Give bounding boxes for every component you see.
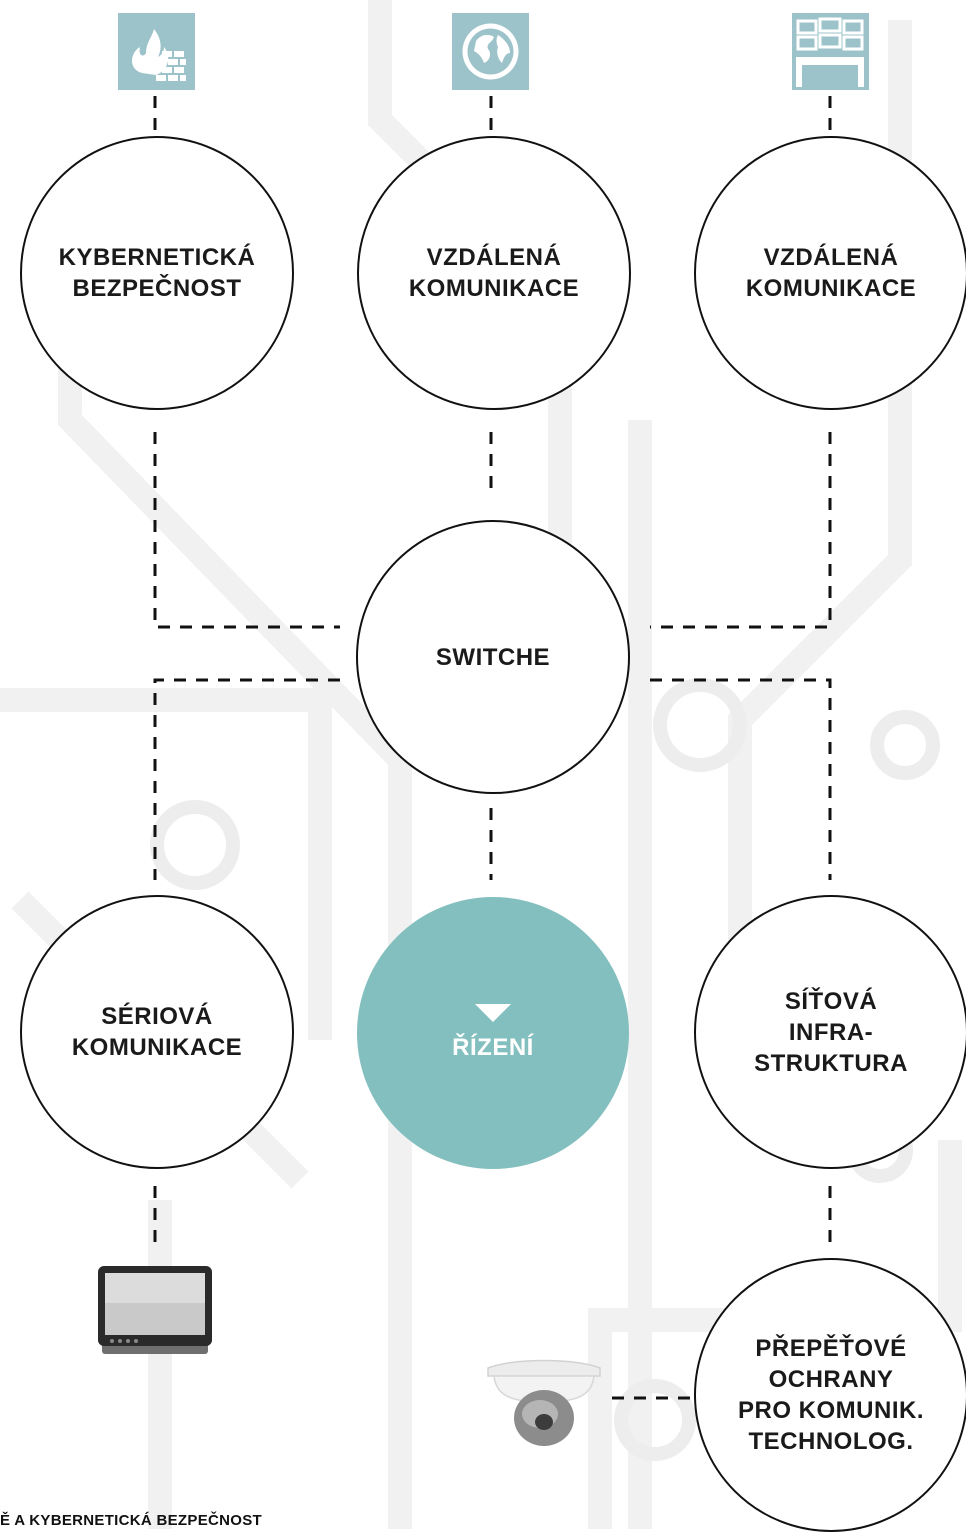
- node-serial-communication[interactable]: SÉRIOVÁ KOMUNIKACE: [20, 895, 294, 1169]
- node-label: SWITCHE: [435, 643, 551, 671]
- node-network-infrastructure[interactable]: SÍŤOVÁ INFRA- STRUKTURA: [694, 895, 966, 1169]
- node-label: ŘÍZENÍ: [452, 1033, 534, 1061]
- node-remote-communication-1[interactable]: VZDÁLENÁ KOMUNIKACE: [357, 136, 631, 410]
- node-label: PŘEPĚŤOVÉ OCHRANY PRO KOMUNIK. TECHNOLOG…: [738, 1335, 924, 1455]
- firewall-icon: [118, 13, 195, 90]
- node-label: SÍŤOVÁ INFRA- STRUKTURA: [754, 987, 908, 1077]
- node-surge-protection[interactable]: PŘEPĚŤOVÉ OCHRANY PRO KOMUNIK. TECHNOLOG…: [694, 1258, 966, 1532]
- node-cyber-security[interactable]: KYBERNETICKÁ BEZPEČNOST: [20, 136, 294, 410]
- node-label: VZDÁLENÁ KOMUNIKACE: [408, 244, 580, 302]
- touch-panel-icon: [98, 1266, 212, 1358]
- triangle-down-icon: [475, 1003, 511, 1022]
- globe-icon: [452, 13, 529, 90]
- node-label: VZDÁLENÁ KOMUNIKACE: [745, 244, 917, 302]
- footer-caption: Ě A KYBERNETICKÁ BEZPEČNOST: [0, 1512, 263, 1529]
- dome-camera-icon: [482, 1356, 606, 1448]
- node-rizeni[interactable]: ŘÍZENÍ: [357, 897, 629, 1169]
- node-label: SÉRIOVÁ KOMUNIKACE: [71, 1003, 243, 1061]
- node-switche[interactable]: SWITCHE: [356, 520, 630, 794]
- node-label: KYBERNETICKÁ BEZPEČNOST: [58, 244, 256, 302]
- node-remote-communication-2[interactable]: VZDÁLENÁ KOMUNIKACE: [694, 136, 966, 410]
- video-wall-icon: [792, 13, 869, 90]
